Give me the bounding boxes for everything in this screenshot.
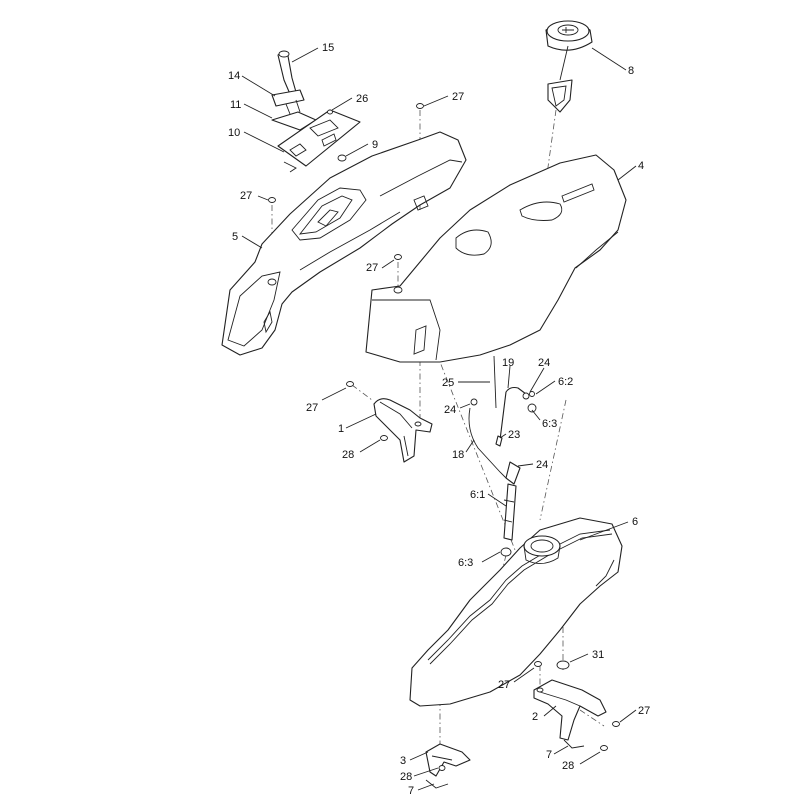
callout-5: 5 (232, 231, 238, 243)
lower-fuel-tank (409, 517, 623, 707)
left-mounting-bracket (373, 398, 433, 463)
callout-6-2: 6:2 (558, 376, 573, 388)
upper-tank-shroud (365, 154, 627, 363)
callout-19: 19 (502, 357, 514, 369)
callout-24-low: 24 (536, 459, 548, 471)
callout-6-3-upper: 6:3 (542, 418, 557, 430)
callout-6: 6 (632, 516, 638, 528)
callout-15: 15 (322, 42, 334, 54)
callout-28-left: 28 (400, 771, 412, 783)
callout-2: 2 (532, 711, 538, 723)
callout-8: 8 (628, 65, 634, 77)
callout-labels: 15 14 11 26 27 10 9 8 4 27 5 27 19 24 25… (228, 42, 650, 797)
callout-leader-lines (241, 47, 637, 791)
callout-7-right: 7 (546, 749, 552, 761)
fuel-cap (545, 20, 593, 113)
callout-14: 14 (228, 70, 240, 82)
callout-27-right: 27 (638, 705, 650, 717)
callout-7-left: 7 (408, 785, 414, 797)
callout-23: 23 (508, 429, 520, 441)
callout-28-bracket: 28 (342, 449, 354, 461)
callout-24-mid: 24 (444, 404, 456, 416)
callout-31: 31 (592, 649, 604, 661)
callout-27-bracket: 27 (306, 402, 318, 414)
callout-26: 26 (356, 93, 368, 105)
callout-10: 10 (228, 127, 240, 139)
callout-9: 9 (372, 139, 378, 151)
throttle-control-assembly (271, 50, 361, 173)
hardware-fasteners (268, 103, 620, 771)
lower-left-bracket (425, 743, 471, 777)
callout-4: 4 (638, 160, 644, 172)
callout-27-mid: 27 (366, 262, 378, 274)
callout-25: 25 (442, 377, 454, 389)
callout-11: 11 (230, 99, 241, 111)
control-panel-housing (221, 131, 467, 356)
callout-27-tank: 27 (498, 679, 510, 691)
callout-1: 1 (338, 423, 344, 435)
callout-18: 18 (452, 449, 464, 461)
right-tank-bracket (533, 679, 607, 741)
retaining-clips (425, 739, 585, 789)
callout-3: 3 (400, 755, 406, 767)
callout-6-3-lower: 6:3 (458, 557, 473, 569)
callout-24-top: 24 (538, 357, 550, 369)
callout-27-upper: 27 (452, 91, 464, 103)
callout-6-1: 6:1 (470, 489, 485, 501)
fuel-line-assembly (468, 355, 537, 557)
callout-27-left: 27 (240, 190, 252, 202)
callout-28-right: 28 (562, 760, 574, 772)
